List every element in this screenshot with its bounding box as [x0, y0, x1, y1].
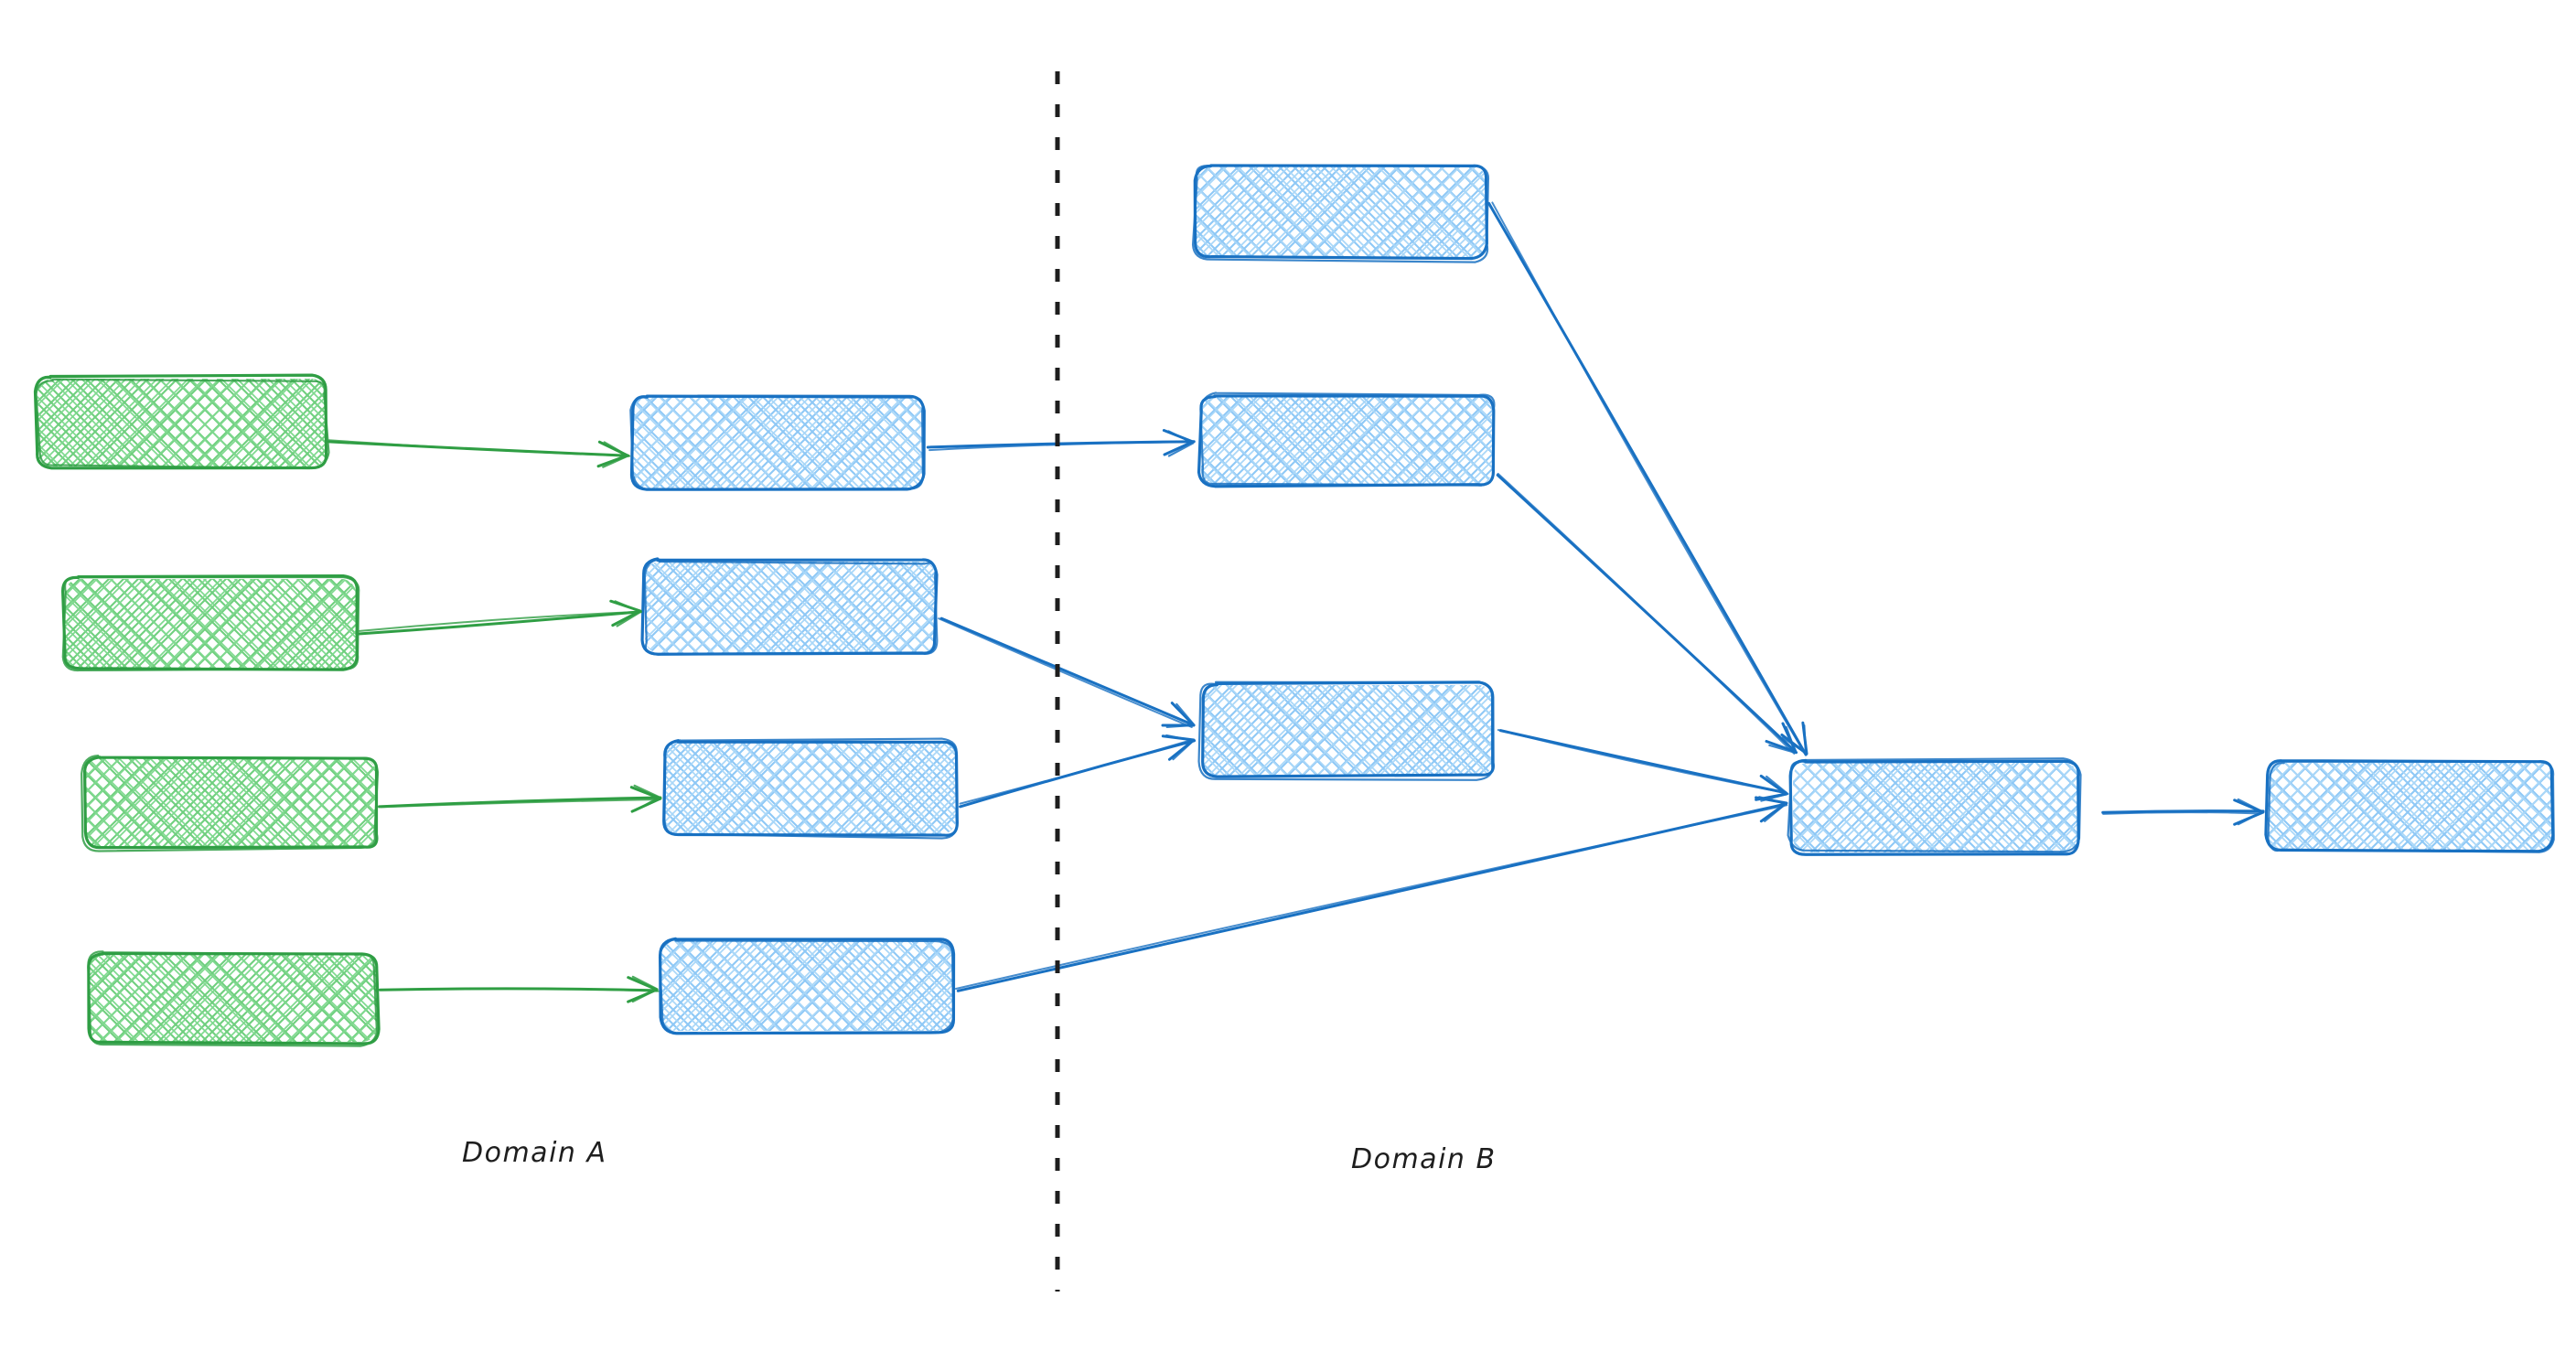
target-node-1[interactable]	[1191, 164, 1490, 263]
edge-a2-m2	[357, 599, 642, 636]
edge-m3-b3	[959, 734, 1197, 809]
domain-a-label: Domain A	[462, 1137, 607, 1169]
edge-c1-o1	[2101, 798, 2265, 826]
source-node-4[interactable]	[87, 950, 381, 1047]
source-node-3[interactable]	[80, 754, 380, 852]
edge-a4-m4	[377, 975, 660, 1003]
edge-m2-b3	[938, 616, 1196, 729]
domain-b-label: Domain B	[1351, 1143, 1497, 1175]
edge-b2-c1	[1496, 472, 1798, 755]
edge-a1-m1	[327, 439, 631, 468]
edge-b3-c1	[1497, 729, 1789, 802]
mid-node-4[interactable]	[658, 937, 956, 1035]
edge-m1-b2	[926, 429, 1196, 457]
edge-b1-c1	[1487, 201, 1809, 756]
nodes-layer	[33, 164, 2555, 1047]
output-node[interactable]	[2264, 759, 2555, 853]
source-node-1[interactable]	[33, 373, 330, 470]
edge-m4-c1	[954, 796, 1788, 992]
mid-node-2[interactable]	[640, 557, 939, 656]
target-node-3[interactable]	[1197, 681, 1495, 781]
source-node-2[interactable]	[61, 573, 360, 672]
edges-layer	[327, 201, 2265, 1003]
convergence-node[interactable]	[1787, 757, 2082, 856]
mid-node-3[interactable]	[662, 737, 959, 840]
target-node-2[interactable]	[1197, 391, 1496, 488]
edge-a3-m3	[378, 784, 662, 813]
mid-node-1[interactable]	[629, 394, 926, 491]
